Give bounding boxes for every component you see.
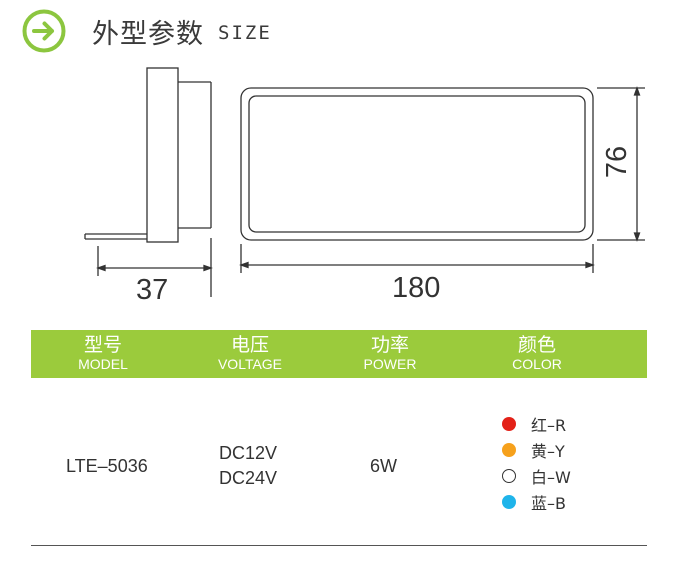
depth-dimension-label: 37 <box>136 274 169 306</box>
section-title: 外型参数 <box>92 18 204 50</box>
blue-dot-icon <box>502 495 516 509</box>
model-value: LTE–5036 <box>66 456 148 476</box>
column-header-model: 型号 MODEL <box>43 334 163 373</box>
column-header-cn: 颜色 <box>517 334 556 356</box>
column-header-en: POWER <box>363 356 417 372</box>
column-header-power: 功率 POWER <box>330 334 450 373</box>
voltage-value-1: DC12V <box>219 443 278 463</box>
dimension-drawing: 76 <box>84 67 645 297</box>
length-dimension-label: 180 <box>392 272 441 304</box>
column-header-en: VOLTAGE <box>217 356 283 372</box>
color-label: 白–W <box>531 468 571 487</box>
red-dot-icon <box>502 417 516 431</box>
color-option-blue: 蓝–B <box>502 489 571 515</box>
arrow-right-circle-icon <box>22 9 66 53</box>
color-label: 黄–Y <box>531 442 565 461</box>
side-view <box>84 67 213 297</box>
voltage-value-2: DC24V <box>219 468 278 488</box>
color-option-yellow: 黄–Y <box>502 437 571 463</box>
color-option-white: 白–W <box>502 463 571 489</box>
column-header-en: MODEL <box>78 356 128 372</box>
section-header: 外型参数 SIZE <box>22 8 272 54</box>
column-header-voltage: 电压 VOLTAGE <box>190 334 310 373</box>
color-options: 红–R 黄–Y 白–W 蓝–B <box>502 411 571 515</box>
front-view <box>239 86 645 273</box>
column-header-cn: 功率 <box>370 334 409 356</box>
color-option-red: 红–R <box>502 411 571 437</box>
spec-table-header <box>31 330 647 378</box>
yellow-dot-icon <box>502 443 516 457</box>
column-header-en: COLOR <box>512 356 562 372</box>
height-dimension-label: 76 <box>601 146 633 178</box>
color-label: 红–R <box>531 416 567 435</box>
bottom-divider <box>31 545 647 546</box>
column-header-cn: 电压 <box>230 334 269 356</box>
white-dot-icon <box>502 469 516 483</box>
column-header-cn: 型号 <box>83 334 122 356</box>
column-header-color: 颜色 COLOR <box>477 334 597 373</box>
color-label: 蓝–B <box>531 494 566 513</box>
section-subtitle: SIZE <box>218 22 272 44</box>
power-value: 6W <box>370 456 397 476</box>
